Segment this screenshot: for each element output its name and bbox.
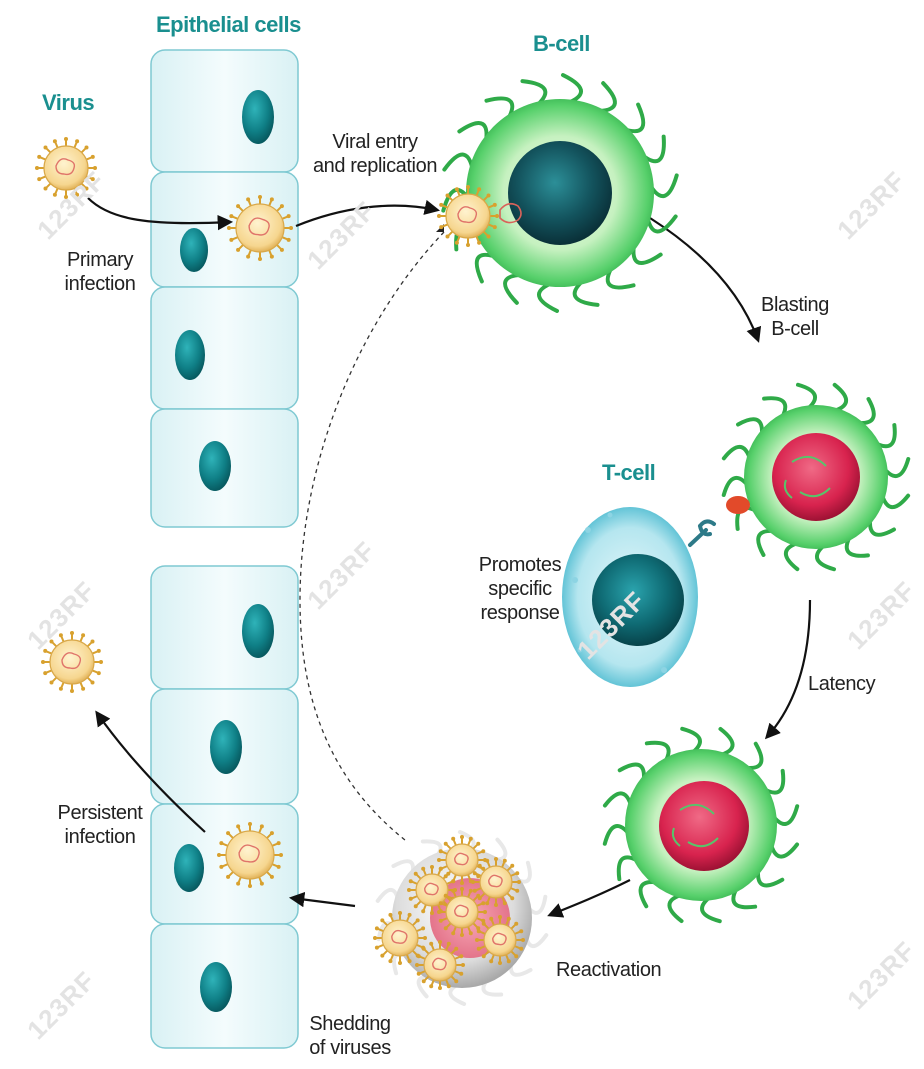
label-line: infection	[50, 272, 150, 296]
label-line: Shedding	[295, 1012, 405, 1036]
nucleus	[175, 330, 205, 380]
label-line: B-cell	[750, 317, 840, 341]
label-line: Viral entry	[305, 130, 445, 154]
label-line: Promotes	[470, 553, 570, 577]
nucleus	[210, 720, 242, 774]
t-cell-granule	[585, 527, 591, 533]
antigen	[726, 496, 750, 514]
dashed-reinfection-path	[300, 232, 444, 840]
arrow-reactivation	[550, 880, 630, 915]
label-line: Primary	[50, 248, 150, 272]
arrow-blasting	[650, 218, 758, 340]
epithelial-cell-5	[151, 566, 298, 689]
blasting-b-cell	[724, 385, 909, 570]
title-virus: Virus	[42, 90, 94, 116]
epithelial-cell-7	[151, 804, 298, 924]
label-line: Blasting	[750, 293, 840, 317]
latent-b-cell	[605, 729, 797, 921]
label-shedding-of-viruses: Shedding of viruses	[295, 1012, 405, 1060]
label-line: and replication	[305, 154, 445, 178]
t-cell-granule	[661, 667, 667, 673]
nucleus	[242, 604, 274, 658]
b-cell-nucleus	[508, 141, 612, 245]
label-primary-infection: Primary infection	[50, 248, 150, 296]
virus-particle	[475, 915, 525, 965]
virus-particle	[227, 195, 293, 261]
epithelial-cell-1	[151, 50, 298, 172]
label-viral-entry: Viral entry and replication	[305, 130, 445, 178]
virus-particle	[471, 857, 521, 907]
label-line: response	[470, 601, 570, 625]
label-line: of viruses	[295, 1036, 405, 1060]
t-cell-granule	[572, 577, 578, 583]
blasting-cell-nucleus	[772, 433, 860, 521]
latent-cell-nucleus	[659, 781, 749, 871]
nucleus	[199, 441, 231, 491]
epithelium-upper	[151, 50, 298, 527]
title-b-cell: B-cell	[533, 31, 590, 57]
title-epithelial-cells: Epithelial cells	[156, 12, 301, 38]
title-t-cell: T-cell	[602, 460, 655, 486]
label-latency: Latency	[808, 672, 875, 696]
label-persistent-infection: Persistent infection	[45, 801, 155, 849]
virus-particle	[437, 835, 487, 885]
label-line: specific	[470, 577, 570, 601]
virus-particle	[437, 185, 499, 247]
label-promotes-specific-response: Promotes specific response	[470, 553, 570, 625]
epithelium-lower	[151, 566, 298, 1048]
nucleus	[174, 844, 204, 892]
arrow-latency	[767, 600, 810, 737]
nucleus	[180, 228, 208, 272]
arrow-shedding	[292, 898, 355, 906]
t-cell-receptor	[690, 521, 714, 545]
nucleus	[242, 90, 274, 144]
label-line: infection	[45, 825, 155, 849]
label-blasting-b-cell: Blasting B-cell	[750, 293, 840, 341]
nucleus	[200, 962, 232, 1012]
virus-particle	[415, 940, 465, 990]
label-reactivation: Reactivation	[556, 958, 661, 982]
label-line: Persistent	[45, 801, 155, 825]
virus-particle	[217, 822, 283, 888]
epithelial-cell-3	[151, 287, 298, 409]
t-cell-granule	[608, 513, 613, 518]
